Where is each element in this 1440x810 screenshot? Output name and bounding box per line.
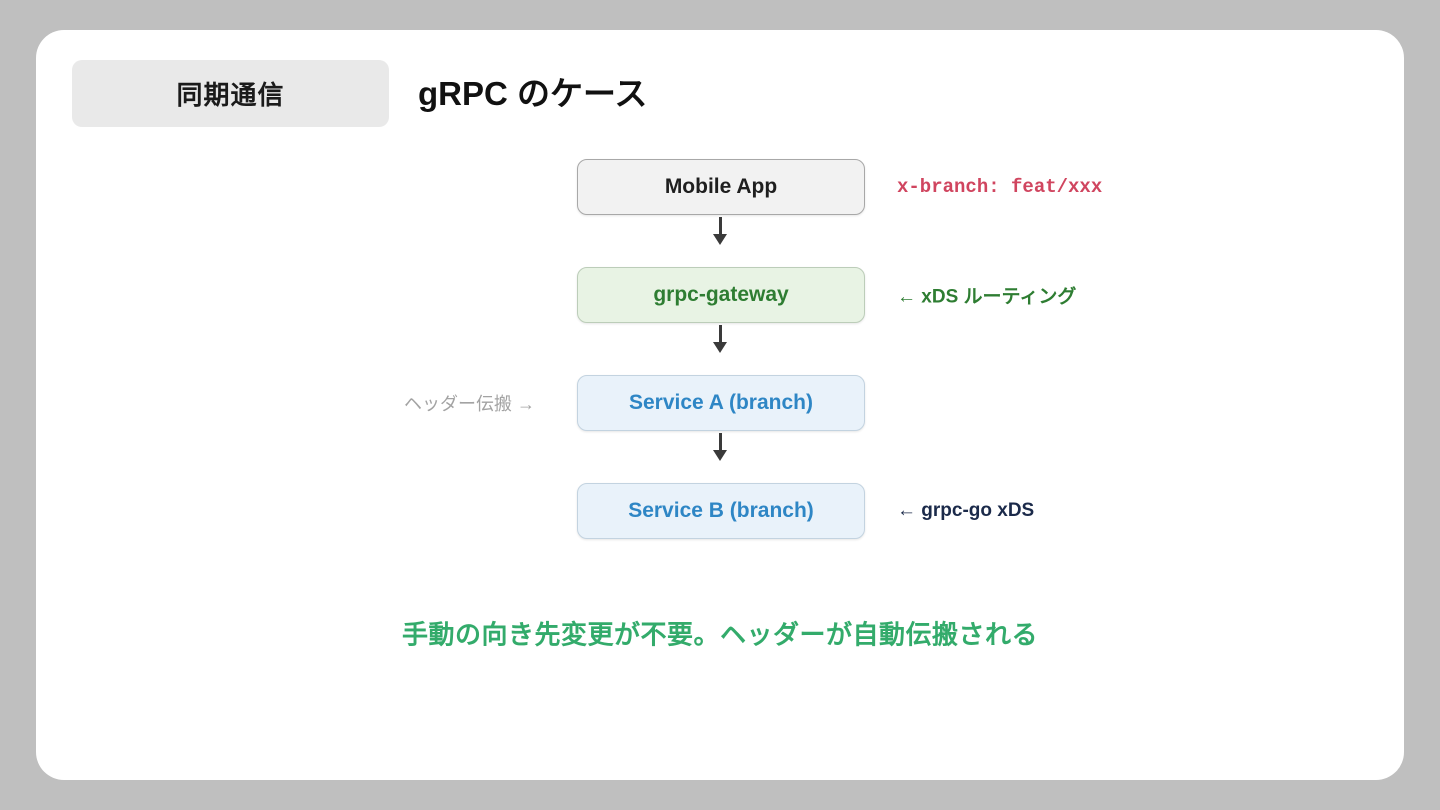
arrow-head [713, 234, 727, 245]
arrow-down-icon [713, 433, 727, 461]
arrow-head [713, 450, 727, 461]
node-service-a: Service A (branch) [577, 375, 865, 431]
node-grpc-gateway: grpc-gateway [577, 267, 865, 323]
slide-card: 同期通信 gRPC のケース Mobile App grpc-gateway S… [36, 30, 1404, 780]
annotation-request-header: x-branch: feat/xxx [897, 176, 1103, 198]
slide-title: gRPC のケース [418, 75, 648, 112]
footer-note: 手動の向き先変更が不要。ヘッダーが自動伝搬される [401, 619, 1038, 650]
arrow-down-icon [713, 325, 727, 353]
arrow-head [713, 342, 727, 353]
arrow-stem [718, 217, 722, 234]
annotation-xds-routing: ← xDS ルーティング [897, 286, 1077, 308]
arrow-down-icon [713, 217, 727, 245]
node-mobile-app: Mobile App [577, 159, 865, 215]
comm-type-badge: 同期通信 [72, 60, 389, 127]
annotation-grpc-go-xds: ← grpc-go xDS [897, 500, 1035, 521]
annotation-header-propagation: ヘッダー伝搬 → [403, 394, 535, 414]
arrow-stem [718, 433, 722, 450]
node-service-b: Service B (branch) [577, 483, 865, 539]
arrow-stem [718, 325, 722, 342]
